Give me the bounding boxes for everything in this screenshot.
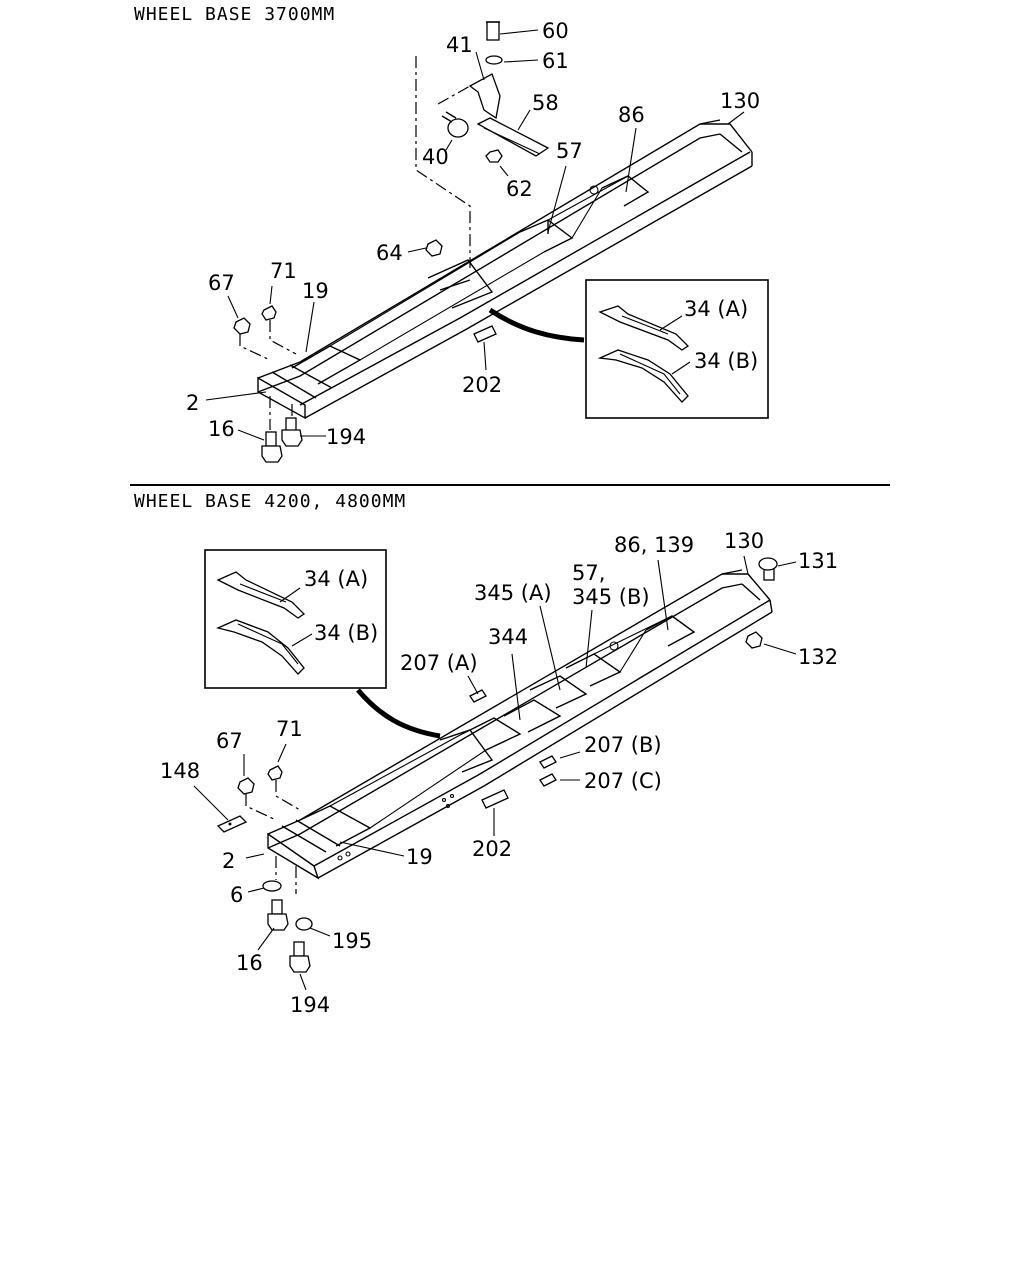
callout-130: 130	[720, 89, 760, 113]
callout-202: 202	[472, 837, 512, 861]
callout-34a: 34 (A)	[684, 297, 748, 321]
callout-345b: 345 (B)	[572, 585, 650, 609]
callout-207c: 207 (C)	[584, 769, 662, 793]
callout-207b: 207 (B)	[584, 733, 662, 757]
callout-130: 130	[724, 529, 764, 553]
callout-57: 57	[556, 139, 583, 163]
diagram-2-heading: WHEEL BASE 4200, 4800MM	[134, 491, 407, 512]
callout-207a: 207 (A)	[400, 651, 478, 675]
callout-86-139: 86, 139	[614, 533, 694, 557]
callout-16: 16	[208, 417, 235, 441]
callout-202: 202	[462, 373, 502, 397]
callout-194: 194	[290, 993, 330, 1017]
diagram-1-callouts: 60 61 41 58 40 62 57 86 130 64 67 71 19 …	[186, 19, 760, 449]
callout-345a: 345 (A)	[474, 581, 552, 605]
callout-40: 40	[422, 145, 449, 169]
callout-2: 2	[222, 849, 235, 873]
callout-62: 62	[506, 177, 533, 201]
callout-34a: 34 (A)	[304, 567, 368, 591]
diagram-1-frame-drawing	[205, 21, 753, 463]
callout-34b: 34 (B)	[694, 349, 758, 373]
callout-34b: 34 (B)	[314, 621, 378, 645]
diagram-1-inset-crossmember-34	[585, 279, 769, 419]
callout-57: 57,	[572, 561, 605, 585]
callout-194: 194	[326, 425, 366, 449]
callout-60: 60	[542, 19, 569, 43]
diagram-2-frame-drawing	[193, 555, 797, 991]
callout-148: 148	[160, 759, 200, 783]
callout-19: 19	[406, 845, 433, 869]
diagram-2-inset-crossmember-34	[204, 549, 387, 689]
callout-131: 131	[798, 549, 838, 573]
callout-71: 71	[270, 259, 297, 283]
callout-86: 86	[618, 103, 645, 127]
callout-132: 132	[798, 645, 838, 669]
callout-195: 195	[332, 929, 372, 953]
callout-58: 58	[532, 91, 559, 115]
callout-64: 64	[376, 241, 403, 265]
diagram-1-heading: WHEEL BASE 3700MM	[134, 4, 336, 25]
section-divider	[130, 484, 890, 486]
callout-16: 16	[236, 951, 263, 975]
callout-6: 6	[230, 883, 243, 907]
diagram-2-callouts: 86, 139 130 131 132 57, 345 (B) 345 (A) …	[160, 529, 838, 1017]
callout-19: 19	[302, 279, 329, 303]
callout-2: 2	[186, 391, 199, 415]
callout-61: 61	[542, 49, 569, 73]
callout-67: 67	[216, 729, 243, 753]
callout-71: 71	[276, 717, 303, 741]
callout-344: 344	[488, 625, 528, 649]
callout-41: 41	[446, 33, 473, 57]
callout-67: 67	[208, 271, 235, 295]
